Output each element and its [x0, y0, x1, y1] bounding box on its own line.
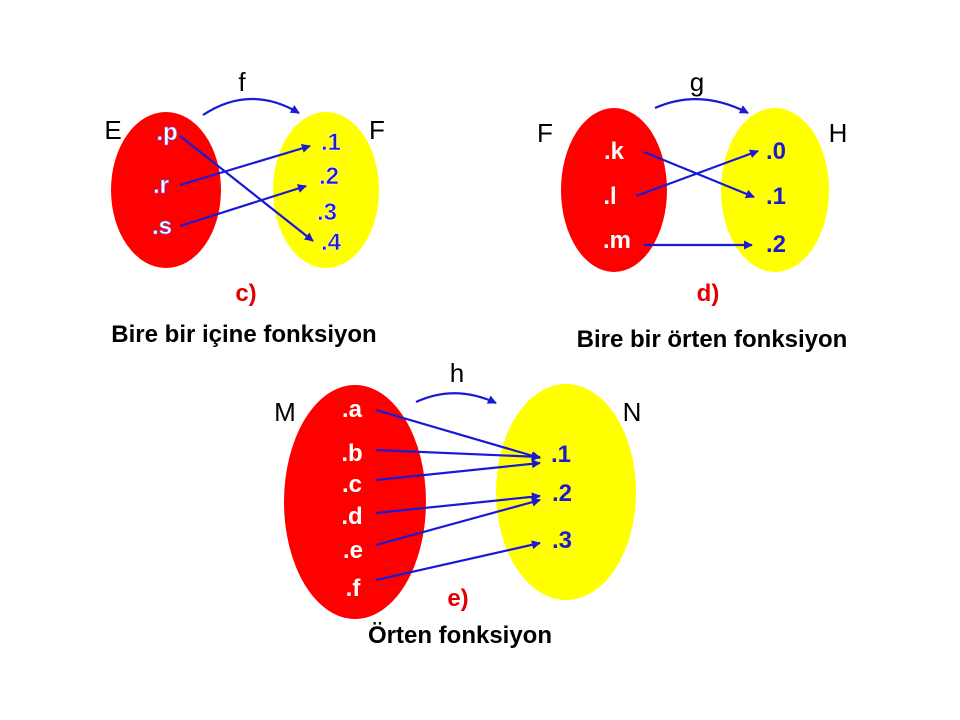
- arrow-e-to-2: [375, 497, 541, 547]
- arrow-p-to-4: [179, 135, 314, 242]
- element-1-d: .1: [766, 183, 786, 210]
- element-c: .c: [342, 471, 362, 498]
- codomain-elements-d: .0 .1 .2: [766, 138, 786, 258]
- codomain-elements-e: .1 .2 .3: [551, 441, 572, 554]
- element-s: .s: [152, 213, 172, 240]
- mapping-arrows-e: [375, 408, 541, 582]
- arrow-c-to-1: [375, 459, 541, 482]
- mapping-arrows-c: [179, 135, 314, 242]
- diagram-d-label: d): [697, 280, 720, 307]
- codomain-elements-c: .1 .2 .3 .4: [317, 129, 342, 257]
- element-3: .3: [317, 199, 337, 226]
- function-f-arrow: [202, 97, 300, 116]
- function-h-arrow: [415, 392, 497, 404]
- arrow-f-to-3: [375, 540, 541, 582]
- diagram-c-caption: Bire bir içine fonksiyon: [111, 321, 376, 348]
- set-f-name-d: F: [537, 118, 553, 148]
- arrow-b-to-1: [375, 448, 541, 462]
- domain-elements-c: .p .r .s: [152, 119, 178, 241]
- set-e-name: E: [104, 115, 121, 145]
- element-2: .2: [319, 163, 339, 190]
- element-2-d: .2: [766, 231, 786, 258]
- arrow-d-to-2: [375, 492, 541, 515]
- element-f: .f: [346, 575, 362, 602]
- diagram-d-caption: Bire bir örten fonksiyon: [577, 326, 848, 353]
- diagram-c: f E F .p .r .s .1 .2 .3 .4 c) Bire bir i…: [104, 67, 385, 348]
- element-e: .e: [343, 537, 363, 564]
- element-p: .p: [156, 119, 177, 146]
- element-l: .l: [603, 183, 616, 210]
- set-m-ellipse: [284, 385, 426, 619]
- element-1-e: .1: [551, 441, 571, 468]
- element-4: .4: [321, 229, 342, 256]
- arrow-l-to-0: [635, 149, 759, 198]
- element-m: .m: [603, 227, 631, 254]
- element-d: .d: [341, 503, 362, 530]
- arrow-s-to-2: [179, 184, 307, 228]
- set-e-ellipse: [111, 112, 221, 268]
- element-0: .0: [766, 138, 786, 165]
- set-n-name: N: [623, 397, 642, 427]
- function-f-label: f: [238, 67, 246, 97]
- set-f-name: F: [369, 115, 385, 145]
- diagram-e: h M N .a .b .c .d .e .f .1 .2 .3 e) Örte…: [274, 358, 641, 649]
- arrow-r-to-1: [179, 144, 311, 187]
- mapping-arrows-d: [635, 149, 759, 250]
- diagram-e-label: e): [447, 585, 468, 612]
- set-f-ellipse-d: [561, 108, 667, 272]
- element-a: .a: [342, 396, 363, 423]
- element-2-e: .2: [552, 480, 572, 507]
- diagram-c-label: c): [235, 280, 256, 307]
- diagram-d: g F H .k .l .m .0 .1 .2 d) Bire bir örte…: [537, 67, 847, 353]
- element-1: .1: [321, 129, 341, 156]
- element-k: .k: [604, 138, 625, 165]
- element-3-e: .3: [552, 527, 572, 554]
- function-h-label: h: [450, 358, 464, 388]
- arrow-k-to-1: [643, 150, 755, 199]
- arrow-a-to-1: [375, 408, 541, 461]
- set-h-name: H: [829, 118, 848, 148]
- domain-elements-e: .a .b .c .d .e .f: [341, 396, 363, 602]
- set-m-name: M: [274, 397, 296, 427]
- element-b: .b: [341, 440, 362, 467]
- domain-elements-d: .k .l .m: [603, 138, 631, 254]
- diagram-e-caption: Örten fonksiyon: [368, 622, 552, 649]
- function-g-label: g: [690, 67, 704, 97]
- function-g-arrow: [654, 98, 749, 114]
- set-h-ellipse: [721, 108, 829, 272]
- element-r: .r: [153, 172, 169, 199]
